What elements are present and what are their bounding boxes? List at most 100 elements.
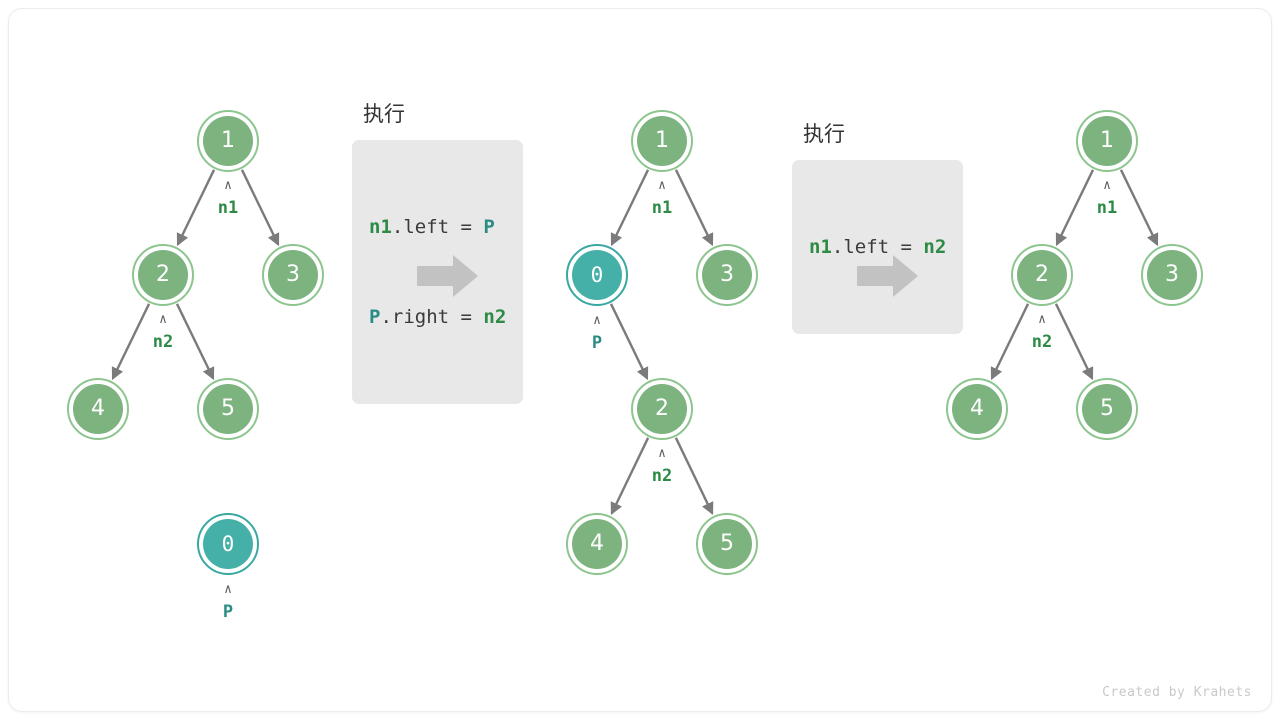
tree-node-4[interactable]: 4 xyxy=(566,513,628,575)
pointer-marker-p: ∧P xyxy=(188,582,268,622)
node-fill xyxy=(1082,384,1132,434)
node-outer-ring xyxy=(631,378,693,440)
pointer-label: P xyxy=(222,602,234,622)
pointer-marker-p: ∧P xyxy=(557,313,637,353)
step2-code-line-1: n1.left = P xyxy=(369,216,495,238)
step2-caption: 执行 xyxy=(363,102,405,126)
transition-arrow-2 xyxy=(857,254,919,298)
node-outer-ring xyxy=(262,244,324,306)
step3-code-box: n1.left = n2 xyxy=(792,160,964,334)
caret-up-icon: ∧ xyxy=(658,178,666,193)
node-outer-ring xyxy=(1011,244,1073,306)
node-value: 1 xyxy=(1100,128,1114,153)
tree-node-3[interactable]: 3 xyxy=(696,244,758,306)
node-outer-ring xyxy=(566,513,628,575)
node-outer-ring xyxy=(132,244,194,306)
caret-up-icon: ∧ xyxy=(224,178,232,193)
caret-up-icon: ∧ xyxy=(593,313,601,328)
node-value: 4 xyxy=(91,396,105,421)
node-value: 2 xyxy=(655,396,669,421)
node-outer-ring xyxy=(67,378,129,440)
node-outer-ring xyxy=(1141,244,1203,306)
node-outer-ring xyxy=(1076,110,1138,172)
tree-node-0[interactable]: 0 xyxy=(566,244,628,306)
node-fill xyxy=(203,116,253,166)
node-fill xyxy=(203,519,253,569)
node-value: 4 xyxy=(970,396,984,421)
node-outer-ring xyxy=(1076,378,1138,440)
step2-code-box: n1.left = P P.right = n2 xyxy=(352,140,524,404)
node-fill xyxy=(138,250,188,300)
credit-text: Created by Krahets xyxy=(1102,685,1252,700)
tree-node-5[interactable]: 5 xyxy=(1076,378,1138,440)
node-value: 5 xyxy=(1100,396,1114,421)
node-fill xyxy=(702,519,752,569)
tree-node-1[interactable]: 1 xyxy=(1076,110,1138,172)
tree-node-2[interactable]: 2 xyxy=(1011,244,1073,306)
node-fill xyxy=(572,250,622,300)
tree-node-1[interactable]: 1 xyxy=(197,110,259,172)
node-fill xyxy=(203,384,253,434)
node-fill xyxy=(637,384,687,434)
node-outer-ring xyxy=(946,378,1008,440)
node-fill xyxy=(73,384,123,434)
pointer-marker-n2: ∧ n2 xyxy=(1002,312,1082,352)
pointer-label: n1 xyxy=(217,198,239,218)
tree-node-2[interactable]: 2 xyxy=(631,378,693,440)
tree-node-4[interactable]: 4 xyxy=(946,378,1008,440)
node-fill xyxy=(702,250,752,300)
step3-caption: 执行 xyxy=(803,122,845,146)
node-fill xyxy=(572,519,622,569)
node-value: 3 xyxy=(286,262,300,287)
pointer-marker-n1: ∧ n1 xyxy=(188,178,268,218)
pointer-label: n2 xyxy=(1031,332,1053,352)
node-fill xyxy=(1017,250,1067,300)
node-fill xyxy=(268,250,318,300)
node-value: 2 xyxy=(156,262,170,287)
node-outer-ring xyxy=(631,110,693,172)
tree-node-1[interactable]: 1 xyxy=(631,110,693,172)
tree-node-3[interactable]: 3 xyxy=(262,244,324,306)
pointer-marker-n2: ∧ n2 xyxy=(622,446,702,486)
caret-up-icon: ∧ xyxy=(1103,178,1111,193)
pointer-label: n1 xyxy=(1096,198,1118,218)
node-outer-ring xyxy=(197,110,259,172)
step3-code-line-1: n1.left = n2 xyxy=(809,236,947,258)
caret-up-icon: ∧ xyxy=(658,446,666,461)
caret-up-icon: ∧ xyxy=(1038,312,1046,327)
tree-node-4[interactable]: 4 xyxy=(67,378,129,440)
node-fill xyxy=(1082,116,1132,166)
tree-node-3[interactable]: 3 xyxy=(1141,244,1203,306)
pointer-label: P xyxy=(591,333,603,353)
node-outer-ring xyxy=(197,378,259,440)
node-fill xyxy=(1147,250,1197,300)
node-value: 3 xyxy=(720,262,734,287)
step2-code-line-2: P.right = n2 xyxy=(369,306,507,328)
node-value: 5 xyxy=(221,396,235,421)
node-outer-ring xyxy=(696,244,758,306)
node-value: 2 xyxy=(1035,262,1049,287)
node-value: 1 xyxy=(221,128,235,153)
pointer-marker-n1: ∧ n1 xyxy=(1067,178,1147,218)
tree-node-0[interactable]: 0 xyxy=(197,513,259,575)
pointer-marker-n1: ∧ n1 xyxy=(622,178,702,218)
pointer-label: n1 xyxy=(651,198,673,218)
caret-up-icon: ∧ xyxy=(159,312,167,327)
node-outer-ring xyxy=(197,513,259,575)
node-outer-ring xyxy=(696,513,758,575)
tree-node-5[interactable]: 5 xyxy=(696,513,758,575)
node-fill xyxy=(637,116,687,166)
node-value: 0 xyxy=(221,531,235,556)
transition-arrow-1 xyxy=(417,254,479,298)
node-fill xyxy=(952,384,1002,434)
pointer-label: n2 xyxy=(651,466,673,486)
tree-node-2[interactable]: 2 xyxy=(132,244,194,306)
node-outer-ring xyxy=(566,244,628,306)
node-value: 4 xyxy=(590,531,604,556)
caret-up-icon: ∧ xyxy=(224,582,232,597)
tree-node-5[interactable]: 5 xyxy=(197,378,259,440)
node-value: 0 xyxy=(590,262,604,287)
node-value: 5 xyxy=(720,531,734,556)
node-value: 1 xyxy=(655,128,669,153)
